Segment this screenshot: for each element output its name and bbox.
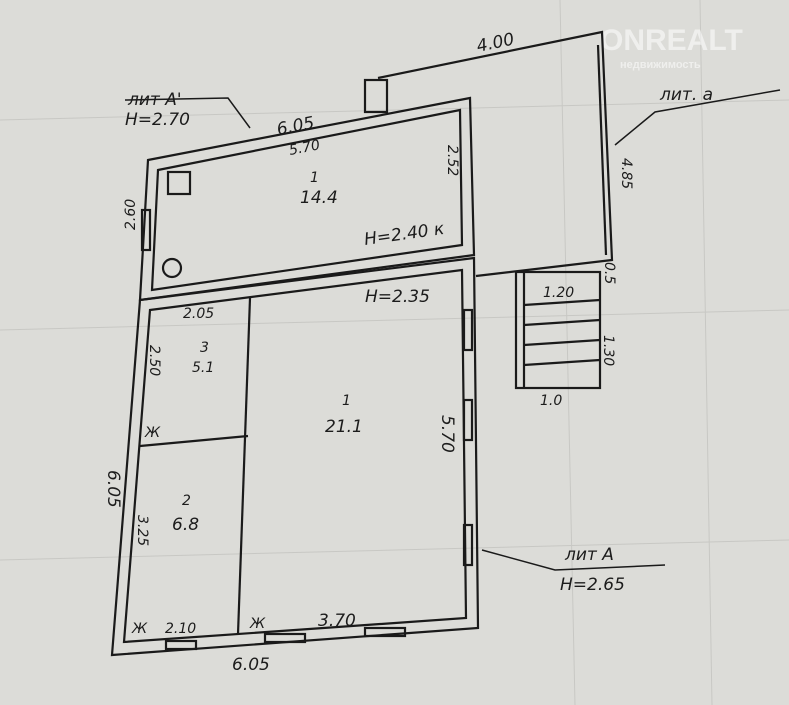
dim-porch-width: 1.20 (543, 285, 574, 301)
wall-mark: Ж (249, 616, 266, 632)
room-number: 2 (182, 493, 191, 509)
room-area: 14.4 (300, 188, 338, 208)
lit-a-prime-label: лит А' (127, 90, 182, 110)
dim-right-inner: 5.70 (437, 415, 457, 453)
room-area: 21.1 (325, 417, 363, 437)
main-outer-wall (110, 256, 480, 657)
dim-porch-stair: 1.0 (540, 393, 562, 409)
dim-room3-height: 2.50 (146, 345, 162, 376)
boiler-icon (161, 257, 183, 279)
dim-left-outer: 6.05 (103, 470, 123, 508)
porch-stairs (514, 270, 602, 390)
kitchen-height: Н=2.40 к (363, 219, 446, 250)
dim-top-ext: 4.00 (475, 29, 516, 56)
partition (236, 297, 252, 635)
dim-bottom-left: 2.10 (165, 621, 196, 637)
room-number: 3 (200, 340, 209, 356)
dim-top-outer: 6.05 (275, 113, 316, 140)
dim-porch-gap: 0.5 (601, 262, 617, 284)
lit-A-label: лит А (564, 545, 614, 565)
dim-ext-inner: 2.52 (444, 145, 460, 176)
dim-bottom-right: 3.70 (318, 611, 356, 631)
room-area: 5.1 (192, 360, 214, 376)
dim-room3-width: 2.05 (183, 306, 214, 322)
walls (110, 30, 781, 657)
dim-porch-depth: 1.30 (600, 335, 616, 366)
watermark-subtitle: недвижимость (620, 59, 701, 71)
lit-a-wall (377, 30, 614, 278)
main-height: Н=2.35 (365, 287, 430, 307)
wall-mark: Ж (144, 425, 161, 441)
watermark-brand: ONREALT (600, 24, 743, 57)
room-number: 1 (310, 170, 319, 186)
lit-A-height: Н=2.65 (560, 575, 625, 595)
lit-a-label: лит. а (659, 85, 713, 105)
dim-room2-height: 3.25 (134, 515, 150, 546)
dim-top-inner: 5.70 (288, 137, 322, 159)
dim-ext-right: 4.85 (618, 158, 634, 189)
extension-outer-wall (138, 96, 476, 302)
stove-icon (166, 170, 192, 196)
dim-left-ext: 2.60 (123, 199, 139, 230)
lit-a-prime-height: Н=2.70 (125, 110, 190, 130)
room-number: 1 (342, 393, 351, 409)
dim-bottom-outer: 6.05 (232, 655, 270, 675)
wall-mark: Ж (131, 621, 148, 637)
room-area: 6.8 (172, 515, 199, 535)
